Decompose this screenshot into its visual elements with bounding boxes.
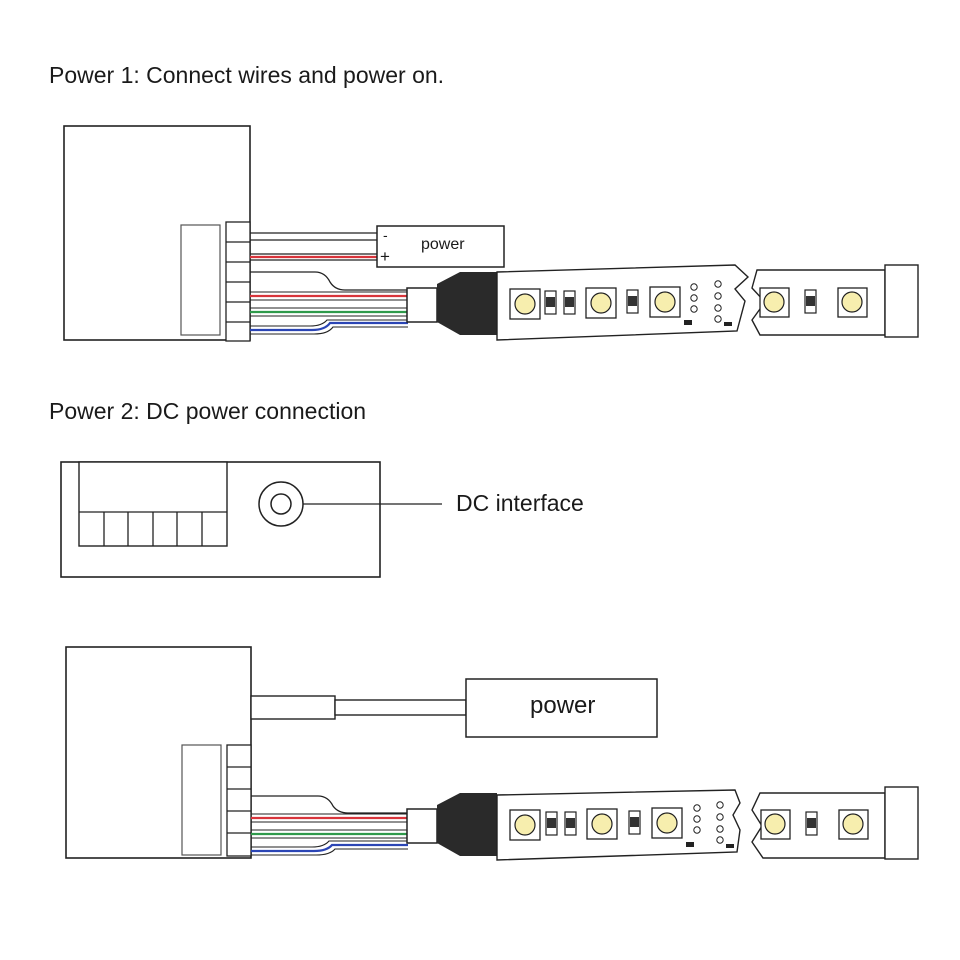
strip-connector-1: [406, 272, 497, 335]
dc-plug-cable: [250, 695, 467, 720]
power-label-2: power: [530, 692, 595, 719]
dc-interface-label: DC interface: [456, 490, 584, 516]
dc-jack-inner: [270, 493, 292, 515]
controller-top-view: [60, 461, 442, 578]
led-chips-2: [509, 801, 869, 848]
power-supply-2: power: [465, 678, 658, 738]
wires-2: [251, 795, 408, 856]
power-plus-sign: +: [380, 247, 390, 266]
controller-box-2: [65, 646, 252, 859]
power-supply-1: - + power: [376, 225, 505, 268]
power-label-1: power: [421, 236, 465, 253]
section-1-heading: Power 1: Connect wires and power on.: [49, 62, 445, 88]
led-chips-1: [509, 280, 868, 326]
strip-connector-2: [406, 793, 497, 856]
power-minus-sign: -: [383, 227, 388, 243]
controller-box-1: [63, 125, 251, 342]
wires-1: [250, 232, 408, 335]
section-2-heading: Power 2: DC power connection: [49, 398, 367, 424]
